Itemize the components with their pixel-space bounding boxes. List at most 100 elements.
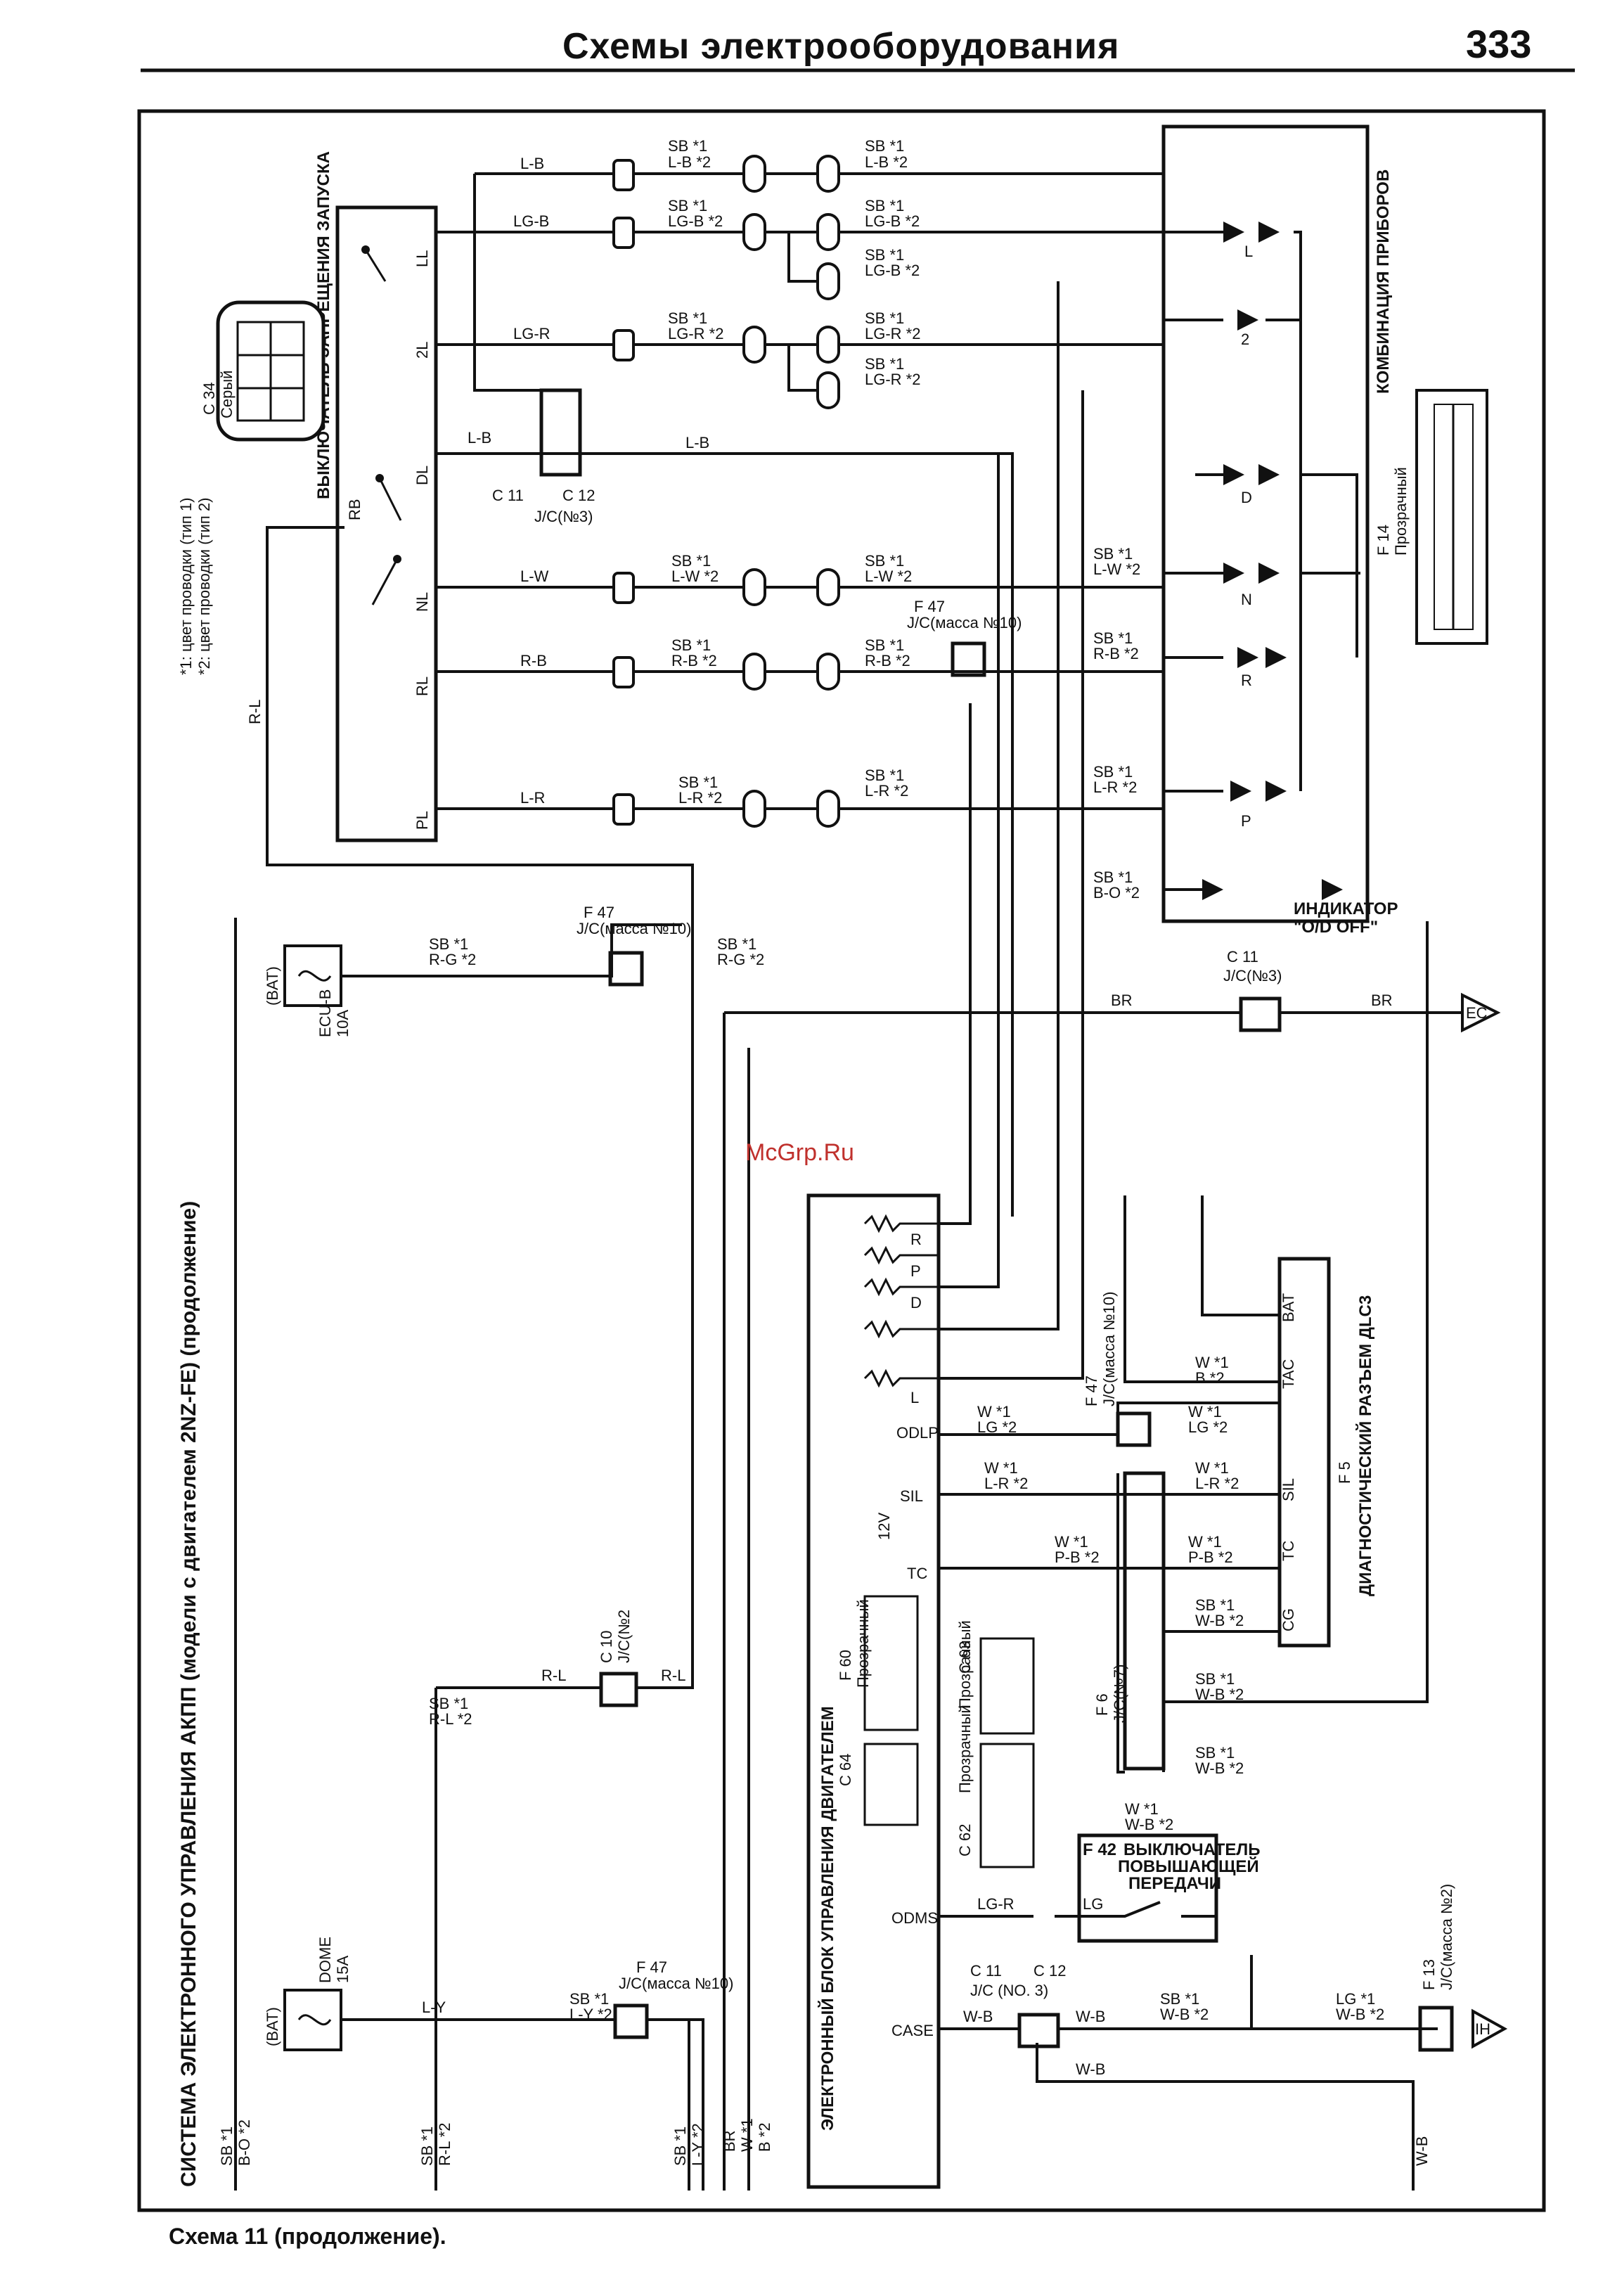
jc7-block bbox=[1123, 1471, 1166, 1771]
svg-text:W *1: W *1 bbox=[1055, 1533, 1088, 1551]
figure-caption: Схема 11 (продолжение). bbox=[169, 2224, 446, 2249]
indicator-leds bbox=[1164, 222, 1360, 900]
jc3-top-label: J/C(№3) bbox=[534, 508, 593, 525]
combination-meter-label: КОМБИНАЦИЯ ПРИБОРОВ bbox=[1374, 169, 1393, 394]
switch-terminal-rb: RB bbox=[346, 499, 363, 520]
ecm-terminal-odlp: ODLP bbox=[896, 1424, 939, 1442]
svg-text:P-B *2: P-B *2 bbox=[1188, 1548, 1233, 1566]
indicator-d: D bbox=[1241, 489, 1252, 506]
svg-text:SB *1: SB *1 bbox=[865, 137, 904, 155]
ecm-label: ЭЛЕКТРОННЫЙ БЛОК УПРАВЛЕНИЯ ДВИГАТЕЛЕМ bbox=[818, 1706, 837, 2131]
dome-fuse bbox=[283, 1989, 342, 2051]
svg-text:SB *1: SB *1 bbox=[671, 636, 711, 654]
jc3-top-block bbox=[539, 388, 582, 477]
r-l-wire bbox=[266, 526, 694, 2191]
c34-label: C 34 bbox=[200, 383, 218, 415]
svg-text:SB *1: SB *1 bbox=[668, 137, 707, 155]
jc2-mid-label: J/C(№2 bbox=[615, 1610, 633, 1663]
svg-text:SB *1: SB *1 bbox=[865, 246, 904, 264]
svg-text:SB *1: SB *1 bbox=[865, 309, 904, 327]
wire-label-l-b-3: L-B bbox=[468, 429, 491, 447]
ground-ih-label: IH bbox=[1475, 2020, 1490, 2038]
wire-label-l-r: L-R bbox=[520, 789, 545, 807]
wire-label-lg-r-odms: LG-R bbox=[977, 1895, 1015, 1913]
ground-ih bbox=[1471, 2008, 1508, 2049]
od-off-indicator-label: ИНДИКАТОР bbox=[1294, 899, 1398, 918]
jc10-a-block bbox=[951, 641, 986, 677]
jc10-b-block bbox=[608, 951, 644, 987]
ecm-12v: 12V bbox=[875, 1513, 893, 1540]
jc3-mid-label: J/C(№3) bbox=[1223, 967, 1282, 985]
jc2-bottom-label: J/C(масса №2) bbox=[1438, 1884, 1455, 1990]
indicator-p: P bbox=[1241, 812, 1251, 830]
dlc3-tac: TAC bbox=[1280, 1359, 1297, 1389]
bottom-sb-bo-2: B-O *2 bbox=[236, 2119, 253, 2166]
svg-text:W-B *2: W-B *2 bbox=[1125, 1816, 1173, 1833]
ecu-b-fuse bbox=[283, 944, 342, 1007]
svg-text:LG-R *2: LG-R *2 bbox=[865, 325, 920, 342]
switch-terminal-ll: LL bbox=[413, 250, 431, 267]
jc3-bottom-label: J/C (NO. 3) bbox=[970, 1982, 1048, 1999]
jc7-label: J/C(№7) bbox=[1111, 1665, 1128, 1724]
svg-text:LG-B *2: LG-B *2 bbox=[668, 212, 723, 230]
wire-label-w-b-case: W-B bbox=[963, 2008, 993, 2025]
jc10-c-f47: F 47 bbox=[1083, 1375, 1100, 1406]
svg-text:W-B *2: W-B *2 bbox=[1160, 2006, 1209, 2023]
page-number: 333 bbox=[1466, 22, 1532, 66]
indicator-r: R bbox=[1241, 672, 1252, 689]
svg-text:W *1: W *1 bbox=[977, 1403, 1011, 1420]
svg-text:SB *1: SB *1 bbox=[1093, 868, 1133, 886]
svg-text:SB *1: SB *1 bbox=[569, 1990, 609, 2008]
jc10-c-block bbox=[1116, 1411, 1152, 1447]
jc7-f6: F 6 bbox=[1093, 1693, 1111, 1716]
jc10-d-f47: F 47 bbox=[636, 1958, 667, 1976]
svg-text:SB *1: SB *1 bbox=[717, 935, 756, 953]
svg-text:SB *1: SB *1 bbox=[1195, 1596, 1235, 1614]
bottom-br: BR bbox=[721, 2130, 738, 2152]
switch-terminal-nl: NL bbox=[413, 592, 431, 612]
f14-connector-drawing bbox=[1415, 389, 1488, 645]
svg-text:L-R *2: L-R *2 bbox=[1195, 1475, 1239, 1492]
neutral-start-switch bbox=[335, 205, 438, 842]
svg-text:R-G *2: R-G *2 bbox=[429, 951, 476, 968]
svg-text:W *1: W *1 bbox=[1195, 1354, 1229, 1371]
svg-text:W-B *2: W-B *2 bbox=[1195, 1759, 1244, 1777]
svg-text:SB *1: SB *1 bbox=[671, 552, 711, 570]
bottom-sb-rl-2: R-L *2 bbox=[436, 2122, 453, 2166]
indicator-2: 2 bbox=[1241, 331, 1249, 348]
jc10-a-label: J/C(масса №10) bbox=[907, 614, 1022, 631]
svg-text:SB *1: SB *1 bbox=[429, 935, 468, 953]
svg-text:W *1: W *1 bbox=[984, 1459, 1018, 1477]
engine-control-module bbox=[806, 1193, 941, 2189]
svg-text:SB *1: SB *1 bbox=[668, 197, 707, 214]
svg-text:W *1: W *1 bbox=[1195, 1459, 1229, 1477]
wire-label-w-b-ground: W-B bbox=[1413, 2136, 1431, 2166]
svg-text:R-B *2: R-B *2 bbox=[671, 652, 717, 669]
combination-meter bbox=[1161, 124, 1370, 923]
svg-text:SB *1: SB *1 bbox=[668, 309, 707, 327]
ecm-terminal-tc: TC bbox=[907, 1565, 927, 1582]
f14-label: F 14 bbox=[1374, 525, 1392, 556]
svg-text:R-G *2: R-G *2 bbox=[717, 951, 764, 968]
svg-text:W-B *2: W-B *2 bbox=[1195, 1612, 1244, 1629]
wire-label-r-l: R-L bbox=[541, 1667, 566, 1684]
odms-wire bbox=[939, 1901, 1216, 1918]
od-switch-label-3: ПЕРЕДАЧИ bbox=[1128, 1874, 1221, 1893]
ecm-conn-c64: C 64 bbox=[837, 1754, 854, 1786]
ecm-input-l: L bbox=[910, 1389, 919, 1406]
dlc3-cg: CG bbox=[1280, 1608, 1297, 1631]
wire-label-br: BR bbox=[1111, 992, 1133, 1009]
ecu-b-rating: 10A bbox=[334, 1010, 352, 1037]
od-off-indicator-text: "O/D OFF" bbox=[1294, 918, 1378, 937]
bottom-sb-ly: SB *1 bbox=[671, 2127, 689, 2166]
svg-text:L-B *2: L-B *2 bbox=[865, 153, 908, 171]
jc3-top-c11: C 11 bbox=[492, 487, 524, 504]
c34-color: Серый bbox=[218, 371, 236, 418]
switch-terminal-2l: 2L bbox=[413, 342, 431, 359]
svg-text:L-R *2: L-R *2 bbox=[984, 1475, 1028, 1492]
wire-label-w-b-case-3: W-B bbox=[1076, 2060, 1105, 2078]
svg-text:L-R *2: L-R *2 bbox=[865, 782, 908, 800]
jc10-d-block bbox=[613, 2003, 649, 2039]
dlc3-label: ДИАГНОСТИЧЕСКИЙ РАЗЪЕМ ДLC3 bbox=[1355, 1295, 1375, 1596]
